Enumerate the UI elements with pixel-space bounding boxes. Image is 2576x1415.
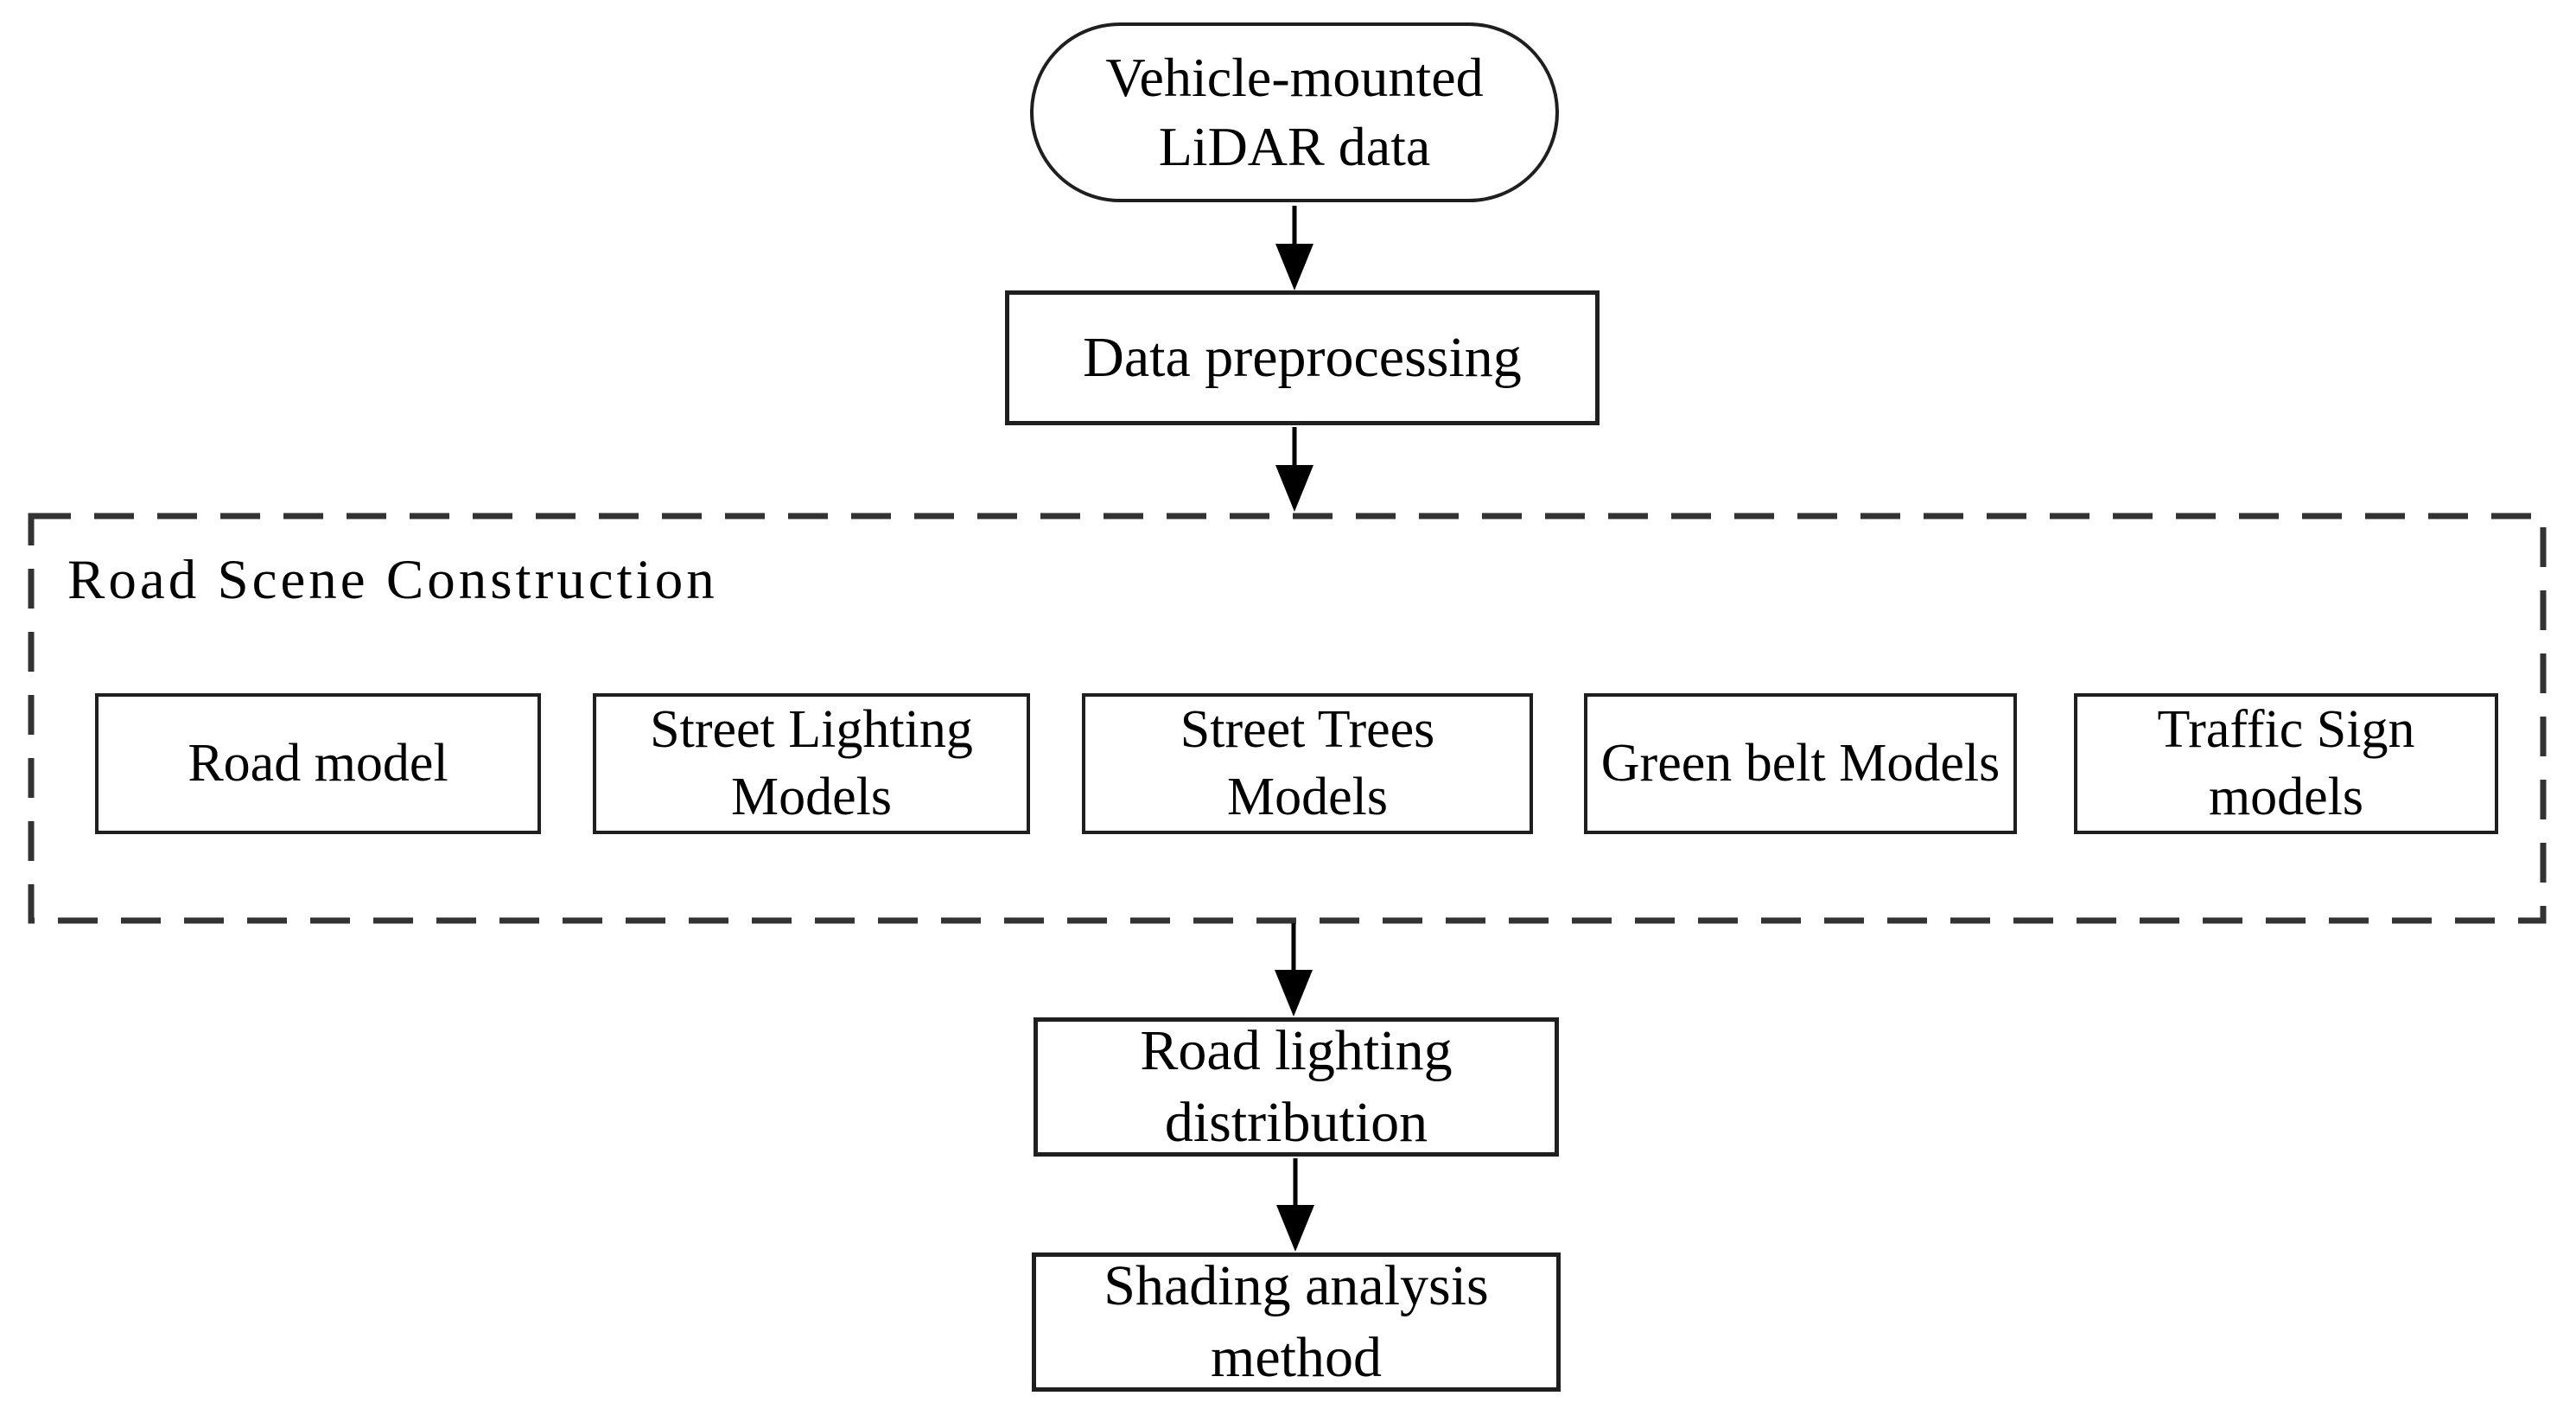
node-road-model: Road model <box>95 693 541 834</box>
node-label: Data preprocessing <box>1083 325 1522 389</box>
node-label: Road model <box>188 733 448 793</box>
group-title-road-scene-construction: Road Scene Construction <box>67 549 718 611</box>
node-street-trees-models: Street Trees Models <box>1082 693 1533 834</box>
road-scene-construction-dashed-border <box>28 513 2547 924</box>
node-green-belt-models: Green belt Models <box>1584 693 2017 834</box>
arrow-construction-to-road-lighting <box>1275 923 1313 1017</box>
node-label: Street Trees Models <box>1180 700 1435 826</box>
node-vehicle-mounted-lidar-data: Vehicle-mounted LiDAR data <box>1030 22 1559 202</box>
node-label: Road lighting distribution <box>1140 1019 1453 1154</box>
node-label: Vehicle-mounted LiDAR data <box>1105 47 1484 177</box>
node-road-lighting-distribution: Road lighting distribution <box>1034 1017 1559 1157</box>
arrow-preprocessing-to-construction <box>1275 427 1313 512</box>
node-shading-analysis-method: Shading analysis method <box>1032 1252 1561 1392</box>
arrow-road-lighting-to-shading <box>1276 1158 1314 1252</box>
node-traffic-sign-models: Traffic Sign models <box>2074 693 2498 834</box>
node-data-preprocessing: Data preprocessing <box>1005 290 1600 425</box>
node-label: Traffic Sign models <box>2157 700 2415 826</box>
node-street-lighting-models: Street Lighting Models <box>593 693 1030 834</box>
node-label: Shading analysis method <box>1104 1254 1489 1389</box>
node-label: Street Lighting Models <box>650 700 973 826</box>
arrow-lidar-to-preprocessing <box>1275 206 1313 290</box>
node-label: Green belt Models <box>1600 733 2000 793</box>
